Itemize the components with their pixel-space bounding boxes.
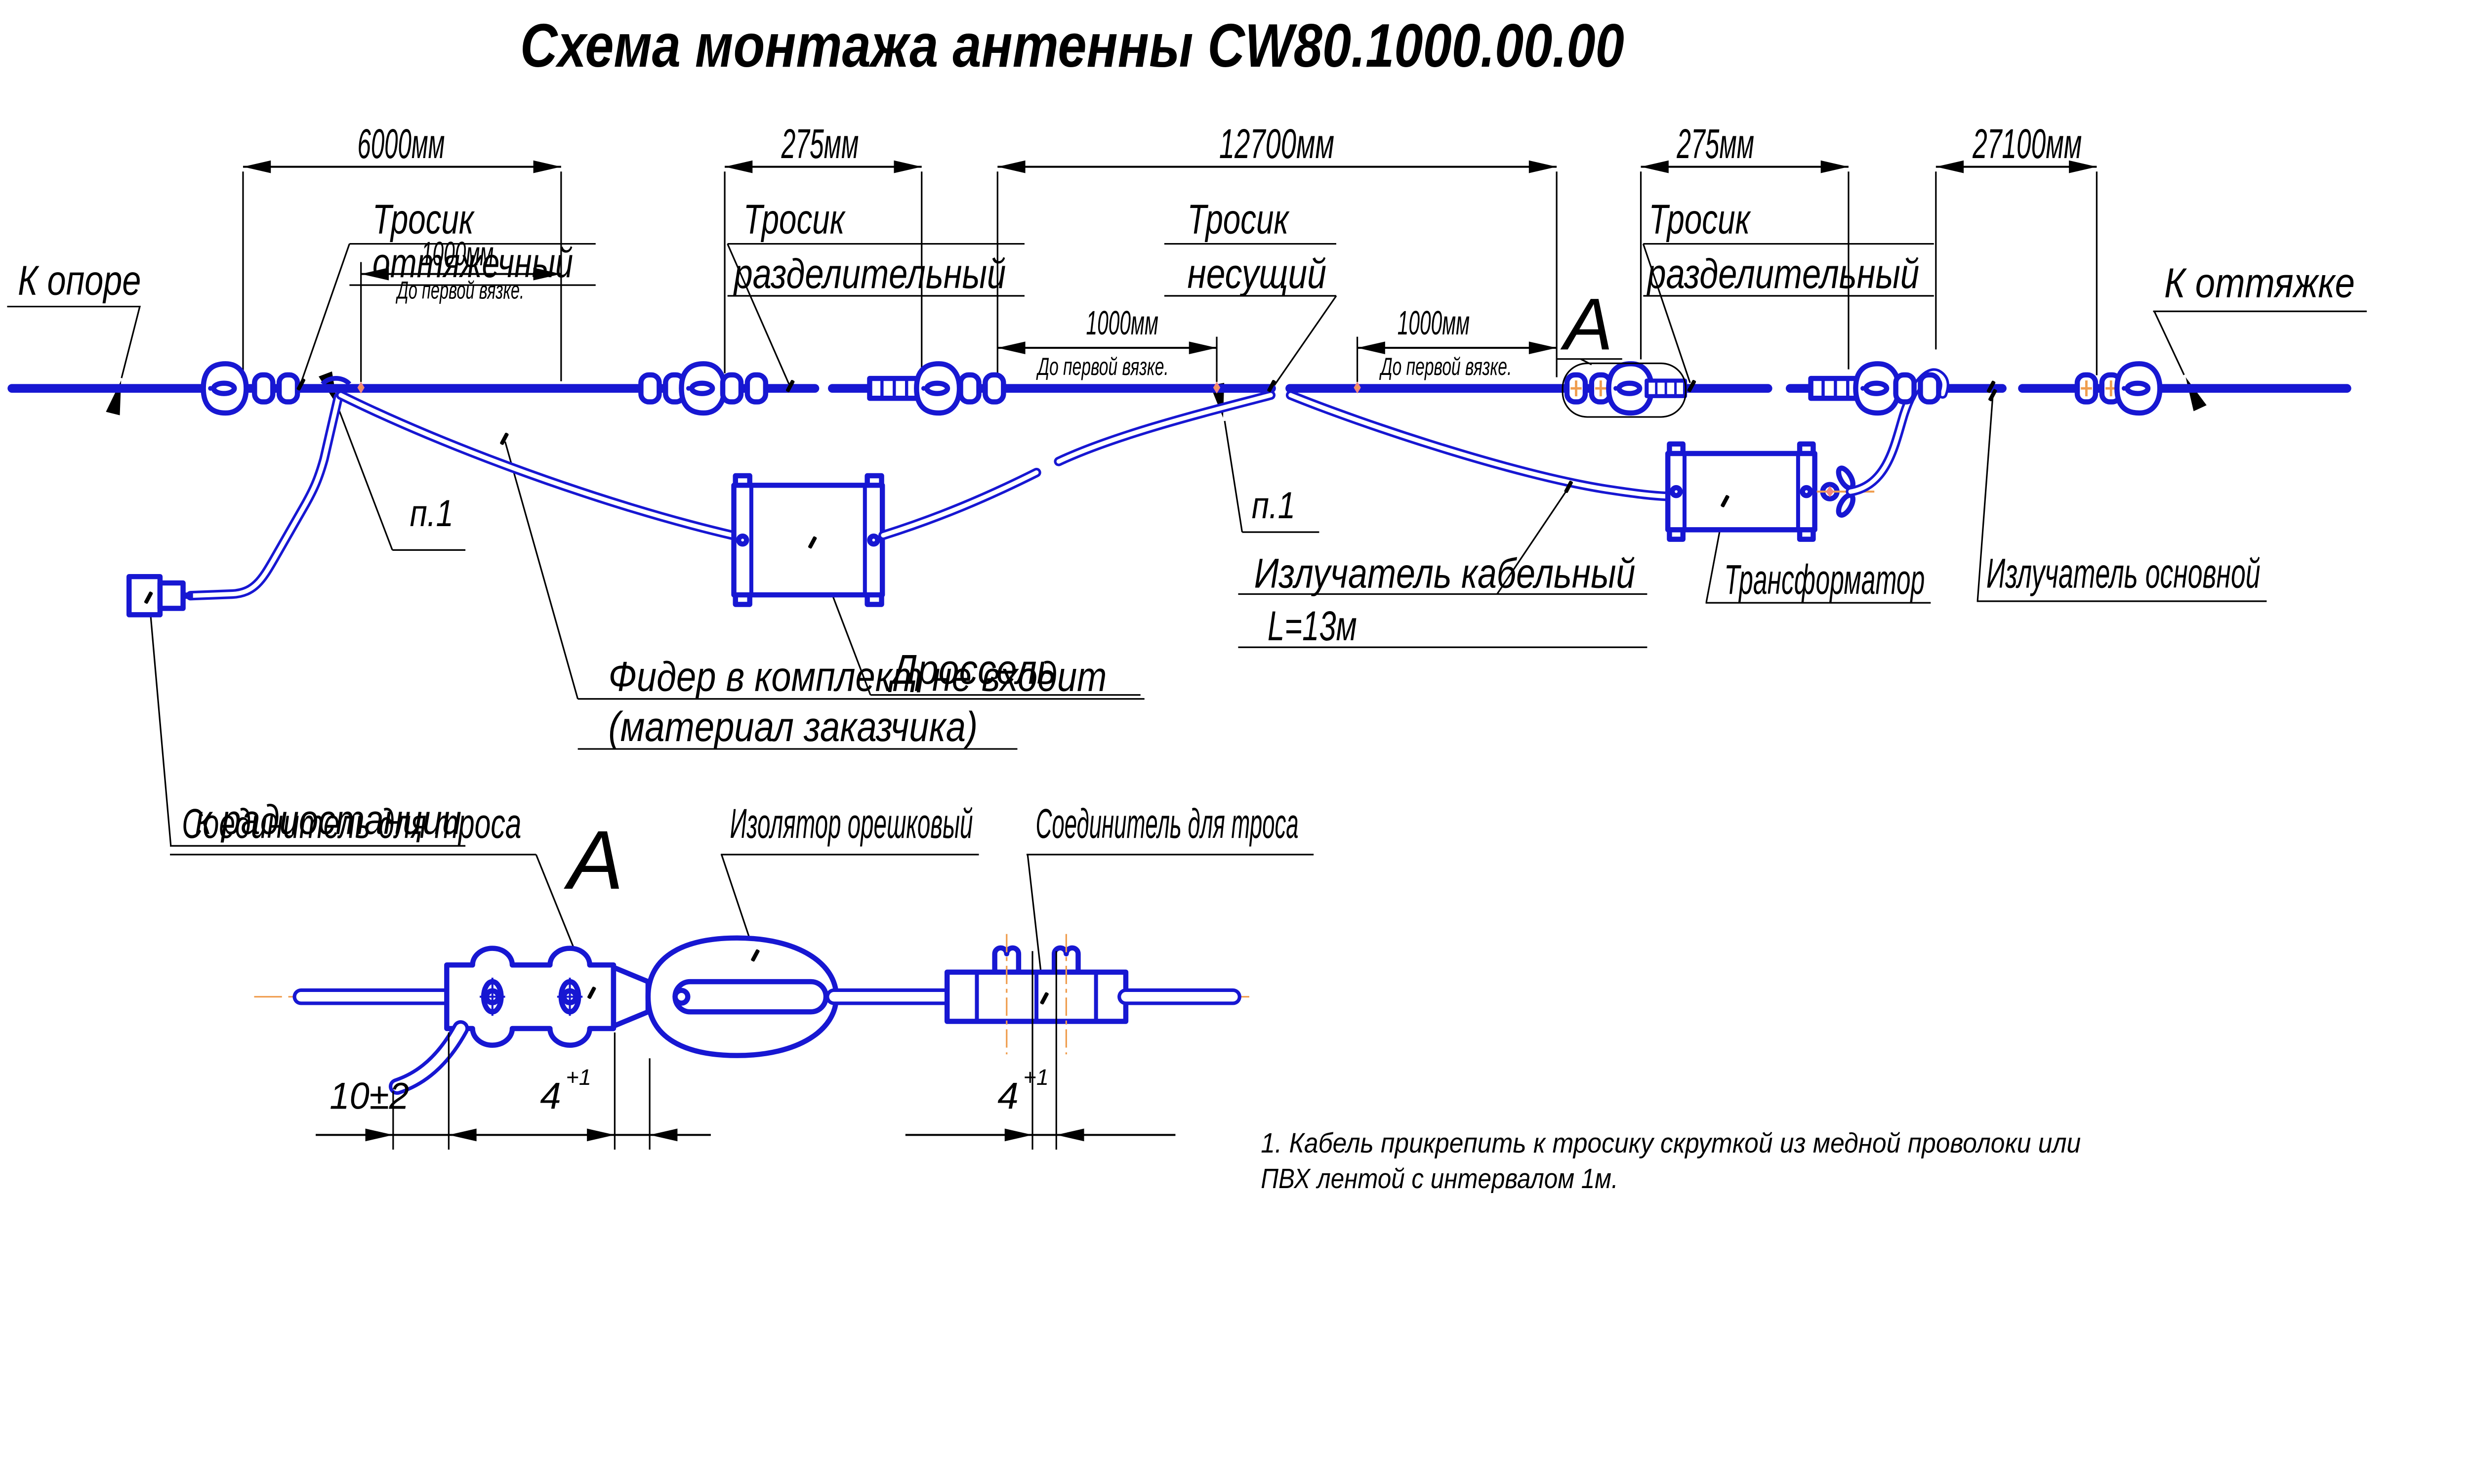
detail-marker-a: A xyxy=(1560,283,1613,365)
k-opore-label: К опоре xyxy=(18,257,141,303)
transformator-label: Трансформатор xyxy=(1724,556,1925,603)
callout-izluchatel-kabelny: Излучатель кабельный L=13м xyxy=(1238,487,1647,649)
dim-1000-label-1: 1000мм xyxy=(421,235,494,273)
detail-view-a: Соединитель для троса A Изолятор орешков… xyxy=(170,800,1314,1150)
izluchatel-kabelny-label: Излучатель кабельный xyxy=(1254,550,1636,597)
callout-transformator: Трансформатор xyxy=(1705,502,1931,604)
detail-cable-tail xyxy=(388,1020,469,1095)
extension-lines xyxy=(242,171,2098,381)
trosik-nesushchy-line2: несущий xyxy=(1188,250,1326,297)
callout-trosik-ottyazhechny: Тросик оттяжечный xyxy=(300,196,596,383)
p1-label-2: п.1 xyxy=(1252,485,1295,527)
izluchatel-osnovnoy-label: Излучатель основной xyxy=(1986,550,2261,597)
egg-insulator xyxy=(1855,364,1898,413)
title-block: Схема монтажа антенны CW80.1000.00.00 xyxy=(520,11,1624,80)
detail-connector-right-label: Соединитель для троса xyxy=(1035,800,1298,847)
dim-275-label-1: 275мм xyxy=(781,121,859,167)
detail-dim-4-tol-2: +1 xyxy=(1024,1065,1049,1090)
egg-insulator xyxy=(681,364,724,413)
detail-egg-insulator xyxy=(645,935,839,1058)
detail-connector-right xyxy=(944,934,1129,1055)
feeder-sag-to-choke xyxy=(336,390,738,540)
detail-dim-10-label: 10±2 xyxy=(329,1075,409,1117)
callout-trosik-razdelitelny-2: Тросик разделительный xyxy=(1642,196,1934,383)
note-line2: ПВХ лентой с интервалом 1м. xyxy=(1261,1163,1618,1193)
detail-dim-4-label-2: 4 xyxy=(997,1075,1018,1117)
splice-sleeve xyxy=(1811,378,1860,398)
dim-6000-label: 6000мм xyxy=(357,121,445,167)
callout-fider: Фидер в комплект не входит (материал зак… xyxy=(504,441,1145,750)
callout-trosik-nesushchy: Тросик несущий xyxy=(1164,196,1337,387)
egg-insulator xyxy=(916,364,959,413)
radiator-cable-swag xyxy=(878,390,1672,540)
trosik-razdelitelny1-line2: разделительный xyxy=(733,250,1006,297)
note-block: 1. Кабель прикрепить к тросику скруткой … xyxy=(1261,1127,2081,1193)
note-line1: 1. Кабель прикрепить к тросику скруткой … xyxy=(1261,1127,2081,1158)
k-radiostancii-label: к радиостанции xyxy=(196,796,462,843)
callout-layer: К опоре Тросик оттяжечный Тросик раздели… xyxy=(7,196,2367,847)
detail-connector-left xyxy=(444,946,617,1048)
splice-sleeve xyxy=(1647,380,1685,396)
callout-izluchatel-osnovnoy: Излучатель основной xyxy=(1976,397,2267,602)
trosik-razdelitelny2-line1: Тросик xyxy=(1649,196,1751,243)
choke-box xyxy=(731,473,885,607)
detail-connector-left-label: Соединитель для троса xyxy=(182,800,521,847)
dim-1000-label-3: 1000мм xyxy=(1398,304,1470,342)
trosik-ottyazhechny-line1: Тросик xyxy=(372,196,475,243)
drossel-label: Дроссель xyxy=(888,646,1057,693)
p1-label-1: п.1 xyxy=(410,493,453,535)
dim-1000-label-2: 1000мм xyxy=(1086,304,1158,342)
trosik-ottyazhechny-line2: оттяжечный xyxy=(372,240,573,286)
feeder-cable xyxy=(186,392,343,601)
feeder-tie-hump xyxy=(321,376,352,386)
splice-sleeve xyxy=(869,378,919,398)
radio-plug xyxy=(126,574,193,618)
schematic-canvas: Схема монтажа антенны CW80.1000.00.00 60… xyxy=(7,11,2367,1193)
transformer-box xyxy=(1665,441,1875,542)
tie-note-2: До первой вязке. xyxy=(1036,353,1169,380)
trosik-razdelitelny1-line1: Тросик xyxy=(743,196,846,243)
dimension-layer: 6000мм 275мм 12700мм 275мм 27100мм 1000м… xyxy=(242,121,2098,382)
dim-12700-label: 12700мм xyxy=(1219,121,1334,167)
detail-title-a: A xyxy=(563,813,623,907)
trosik-razdelitelny2-line2: разделительный xyxy=(1646,250,1919,297)
fider-label-line1: Фидер в комплект не входит xyxy=(609,654,1107,700)
leader-target-marks xyxy=(144,362,1998,605)
callout-detail-marker-a: A xyxy=(1556,283,1622,365)
detail-dim-4-tol-1: +1 xyxy=(566,1065,591,1090)
callout-k-opore: К опоре xyxy=(7,257,141,415)
detail-a-boundary xyxy=(1562,362,1687,418)
trosik-nesushchy-line1: Тросик xyxy=(1188,196,1290,243)
dim-27100-label: 27100мм xyxy=(1973,121,2082,167)
callout-p1-second: п.1 xyxy=(1210,383,1319,533)
egg-insulator xyxy=(204,364,247,413)
tie-note-3: До первой вязке. xyxy=(1379,353,1512,380)
fider-label-line2: (материал заказчика) xyxy=(609,703,978,750)
izluchatel-kabelny-length: L=13м xyxy=(1268,603,1357,649)
egg-insulator xyxy=(2117,364,2160,413)
bolt-symbol xyxy=(557,978,583,1016)
detail-cone xyxy=(611,964,651,1029)
tie-note-1: До первой вязке. xyxy=(396,276,525,304)
callout-p1-first: п.1 xyxy=(319,371,466,551)
detail-dim-4-label-1: 4 xyxy=(540,1075,561,1117)
dim-275-label-2: 275мм xyxy=(1677,121,1754,167)
callout-k-ottyazhke: К оттяжке xyxy=(2153,259,2367,412)
callout-trosik-razdelitelny-1: Тросик разделительный xyxy=(727,196,1025,386)
detail-dimensions: 10±2 4 +1 4 +1 xyxy=(316,951,1176,1150)
k-ottyazhke-label: К оттяжке xyxy=(2164,259,2355,306)
detail-insulator-label: Изолятор орешковый xyxy=(730,800,973,847)
bolt-symbol xyxy=(480,978,505,1016)
drawing-title: Схема монтажа антенны CW80.1000.00.00 xyxy=(520,11,1624,80)
callout-k-radiostancii: к радиостанции xyxy=(148,600,466,847)
